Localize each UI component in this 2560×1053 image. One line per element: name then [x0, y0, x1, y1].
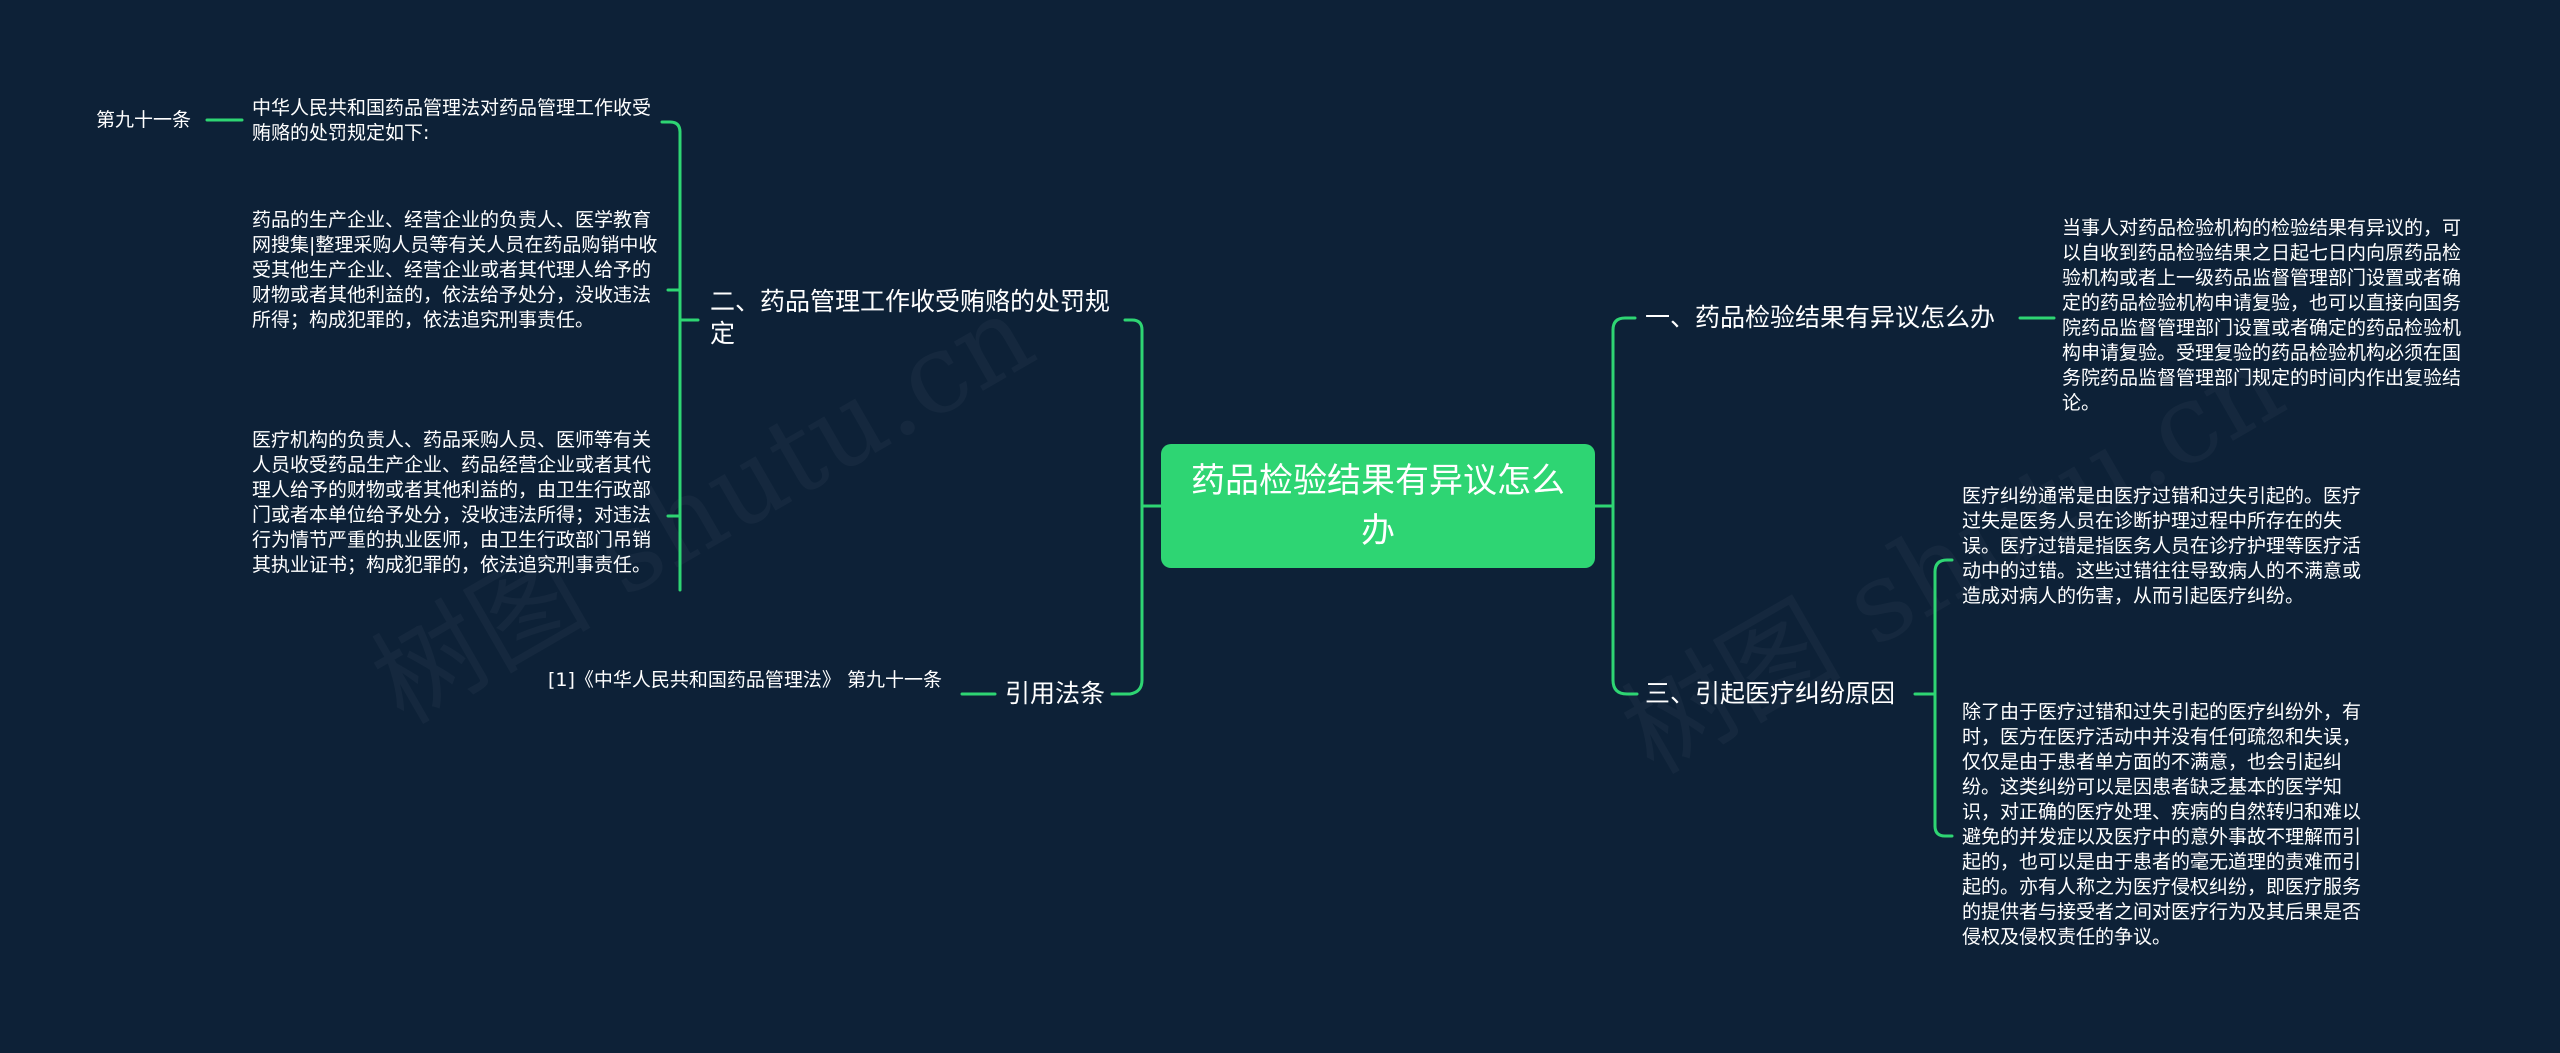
branch-topic-3-label: 三、引起医疗纠纷原因: [1645, 679, 1896, 708]
leaf-topic-b1-1-text: 当事人对药品检验机构的检验结果有异议的，可以自收到药品检验结果之日起七日内向原药…: [2062, 217, 2462, 414]
branch-topic-1[interactable]: 一、药品检验结果有异议怎么办: [1645, 302, 2025, 334]
connector-to-b3: [1611, 678, 1639, 696]
branch-topic-4-label: 引用法条: [1005, 679, 1106, 708]
branch-topic-2-label: 二、药品管理工作收受贿赂的处罚规定: [710, 287, 1111, 348]
branch-topic-3[interactable]: 三、引起医疗纠纷原因: [1645, 678, 1915, 710]
leaf-topic-b2-3[interactable]: 医疗机构的负责人、药品采购人员、医师等有关人员收受药品生产企业、药品经营企业或者…: [252, 428, 658, 578]
leaf-topic-b1-1[interactable]: 当事人对药品检验机构的检验结果有异议的，可以自收到药品检验结果之日起七日内向原药…: [2062, 216, 2474, 416]
leaf-topic-b3-2-text: 除了由于医疗过错和过失引起的医疗纠纷外，有时，医方在医疗活动中并没有任何疏忽和失…: [1962, 701, 2362, 948]
leaf-topic-b2-1-sub-text: 第九十一条: [96, 109, 192, 131]
connector-to-b1: [1611, 316, 1637, 332]
root-topic-label: 药品检验结果有异议怎么办: [1191, 461, 1565, 551]
branch-topic-1-label: 一、药品检验结果有异议怎么办: [1645, 303, 1996, 332]
leaf-topic-b2-2[interactable]: 药品的生产企业、经营企业的负责人、医学教育网搜集|整理采购人员等有关人员在药品购…: [252, 208, 658, 333]
leaf-topic-b4-1-text: [1]《中华人民共和国药品管理法》 第九十一条: [548, 669, 942, 691]
branch-topic-2[interactable]: 二、药品管理工作收受贿赂的处罚规定: [710, 286, 1120, 350]
connector-b3-l1: [1933, 558, 1954, 574]
leaf-topic-b2-1[interactable]: 中华人民共和国药品管理法对药品管理工作收受贿赂的处罚规定如下:: [252, 96, 660, 146]
leaf-topic-b2-2-text: 药品的生产企业、经营企业的负责人、医学教育网搜集|整理采购人员等有关人员在药品购…: [252, 209, 658, 331]
leaf-topic-b4-1[interactable]: [1]《中华人民共和国药品管理法》 第九十一条: [548, 668, 958, 693]
leaf-topic-b3-2[interactable]: 除了由于医疗过错和过失引起的医疗纠纷外，有时，医方在医疗活动中并没有任何疏忽和失…: [1962, 700, 2362, 950]
connector-b3-l2: [1933, 824, 1954, 838]
leaf-topic-b2-1-sub[interactable]: 第九十一条: [96, 108, 206, 133]
connector-b2-l1: [660, 120, 682, 134]
leaf-topic-b2-3-text: 医疗机构的负责人、药品采购人员、医师等有关人员收受药品生产企业、药品经营企业或者…: [252, 429, 652, 576]
branch-topic-4[interactable]: 引用法条: [1005, 678, 1115, 710]
connector-to-b2: [1123, 318, 1144, 332]
leaf-topic-b3-1-text: 医疗纠纷通常是由医疗过错和过失引起的。医疗过失是医务人员在诊断护理过程中所存在的…: [1962, 485, 2362, 607]
leaf-topic-b2-1-text: 中华人民共和国药品管理法对药品管理工作收受贿赂的处罚规定如下:: [252, 97, 652, 144]
root-topic[interactable]: 药品检验结果有异议怎么办: [1161, 444, 1595, 568]
leaf-topic-b3-1[interactable]: 医疗纠纷通常是由医疗过错和过失引起的。医疗过失是医务人员在诊断护理过程中所存在的…: [1962, 484, 2364, 609]
connector-to-b4: [1110, 678, 1144, 696]
